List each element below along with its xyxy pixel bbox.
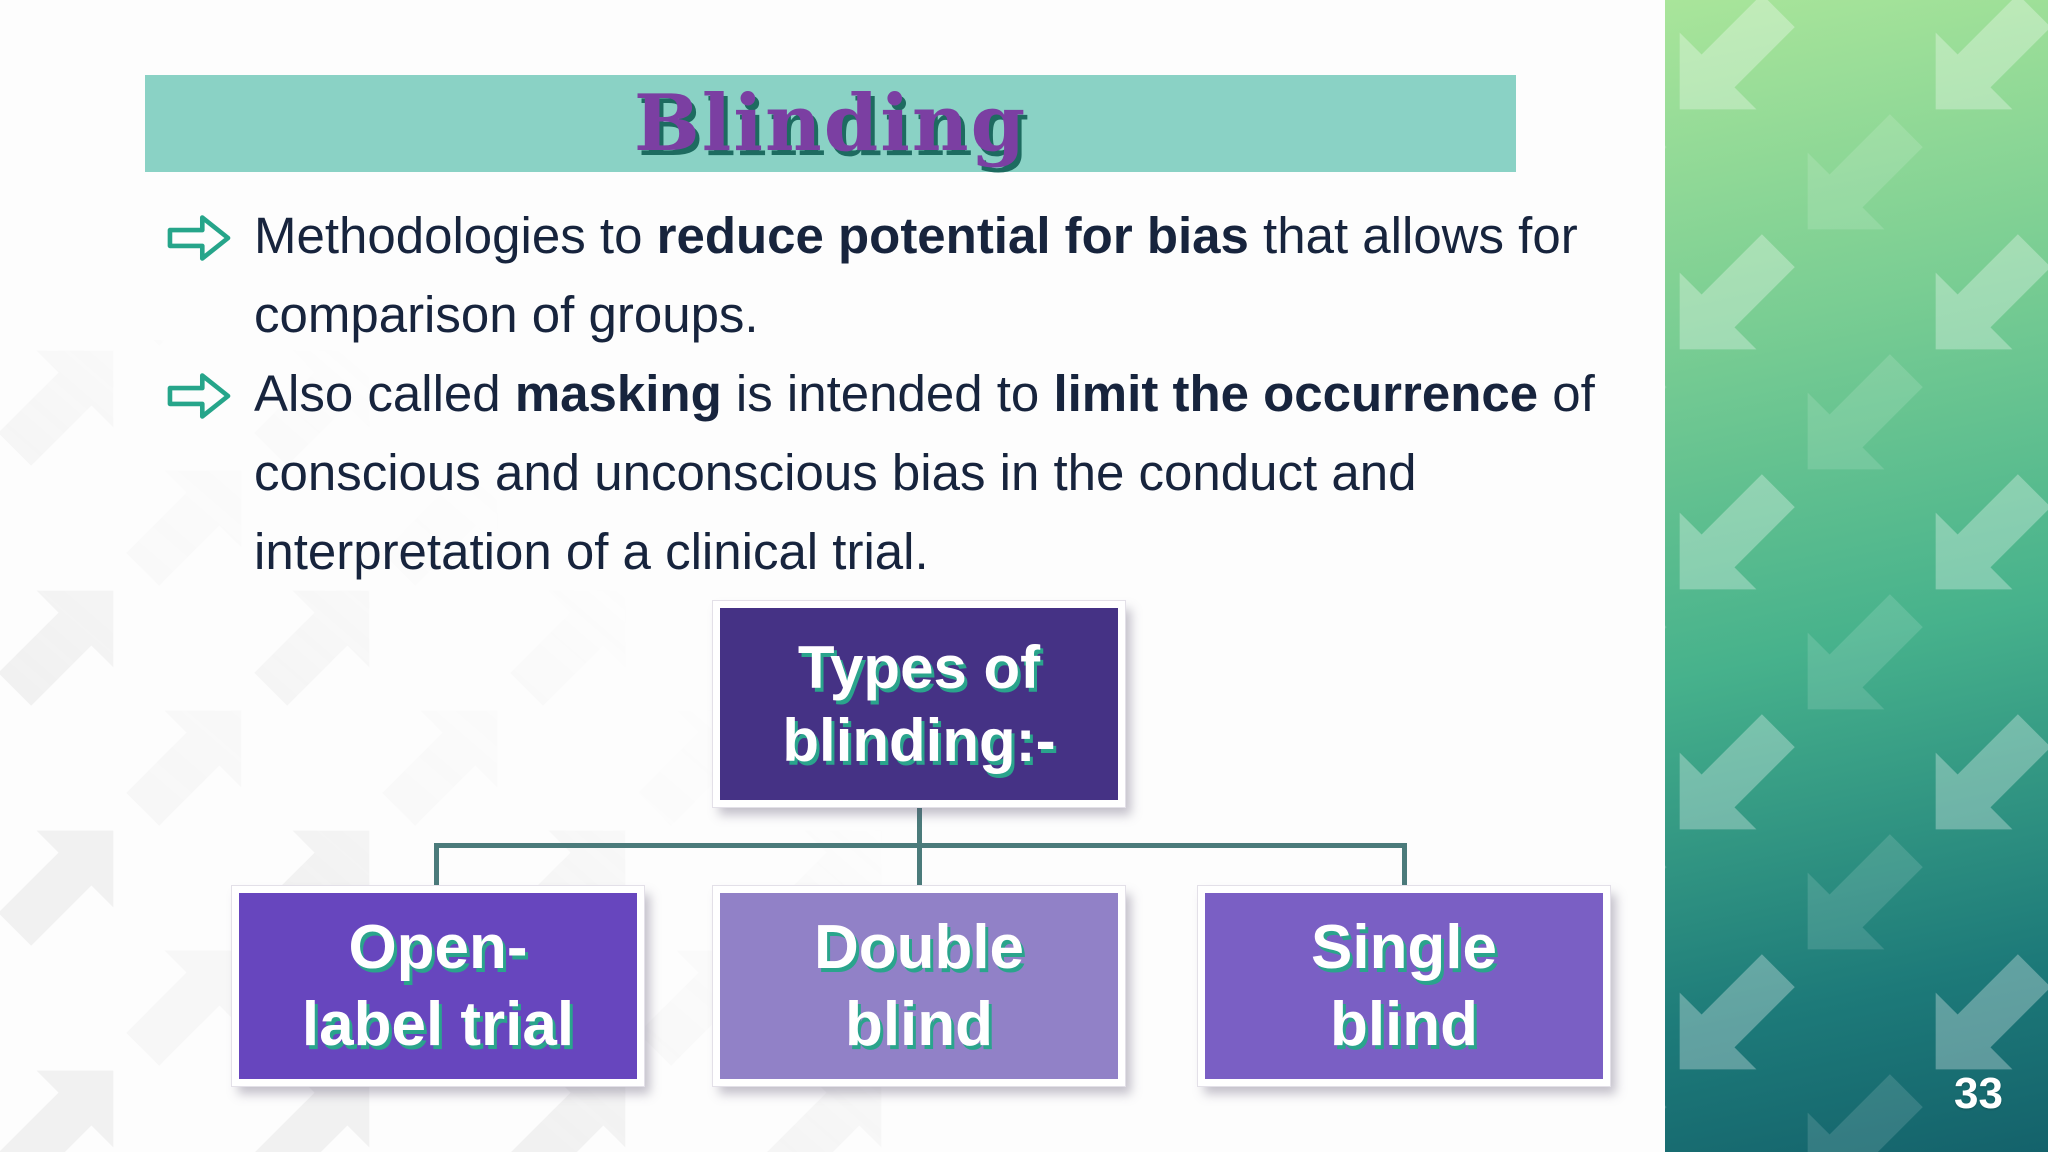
- box-label-line: blind: [1329, 990, 1479, 1059]
- bullet-text-segment: of conscious and unconscious bias in the…: [254, 365, 1595, 580]
- bullet-item: Also called masking is intended to limit…: [167, 354, 1632, 591]
- double-blind-box: Double blind: [713, 886, 1125, 1086]
- connector-left-vertical: [434, 843, 439, 888]
- connector-root-vertical: [917, 801, 922, 846]
- bullet-text-segment-bold: masking: [514, 365, 722, 422]
- connector-middle-vertical: [917, 843, 922, 888]
- bullet-item: Methodologies to reduce potential for bi…: [167, 196, 1632, 354]
- arrow-tile-pattern: [1665, 0, 2048, 1152]
- box-label-line: Types of: [797, 634, 1041, 701]
- bullet-text-segment-bold: limit the occurrence: [1053, 365, 1539, 422]
- decorative-side-panel: 33: [1665, 0, 2048, 1152]
- bullet-text-segment: Also called: [254, 365, 515, 422]
- open-label-trial-box: Open- label trial: [232, 886, 644, 1086]
- box-label-line: Open-: [348, 913, 528, 982]
- page-title: Blinding: [633, 78, 1028, 169]
- bullet-text-segment: that allows for comparison of groups.: [254, 207, 1578, 343]
- right-arrow-icon: [167, 215, 231, 261]
- connector-right-vertical: [1402, 843, 1407, 888]
- box-label-line: blinding:-: [782, 707, 1056, 774]
- box-label-line: Single: [1310, 913, 1498, 982]
- single-blind-box: Single blind: [1198, 886, 1610, 1086]
- box-label-line: label trial: [301, 990, 575, 1059]
- bullet-text-segment-bold: reduce potential for bias: [656, 207, 1249, 264]
- types-of-blinding-box: Types of blinding:-: [713, 601, 1125, 807]
- page-number: 33: [1954, 1069, 2003, 1118]
- bullet-text-segment: Methodologies to: [254, 207, 657, 264]
- bullet-list: Methodologies to reduce potential for bi…: [167, 196, 1632, 591]
- box-label-line: blind: [844, 990, 994, 1059]
- box-label-line: Double: [813, 913, 1025, 982]
- title-banner: Blinding: [145, 75, 1516, 172]
- right-arrow-icon: [167, 373, 231, 419]
- bullet-text-segment: is intended to: [721, 365, 1054, 422]
